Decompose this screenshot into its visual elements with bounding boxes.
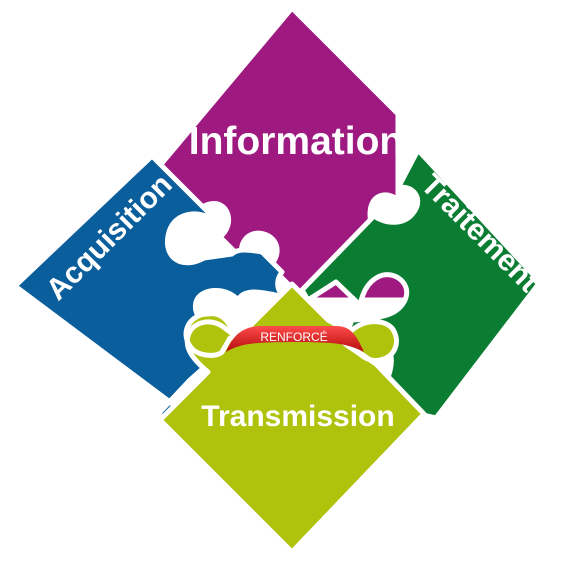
information-label: Information [189,120,403,163]
renforce-badge-label: RENFORCÉ [260,329,327,344]
acquisition-piece [12,153,303,422]
transmission-label: Transmission [201,400,394,433]
renforce-badge [226,326,364,352]
